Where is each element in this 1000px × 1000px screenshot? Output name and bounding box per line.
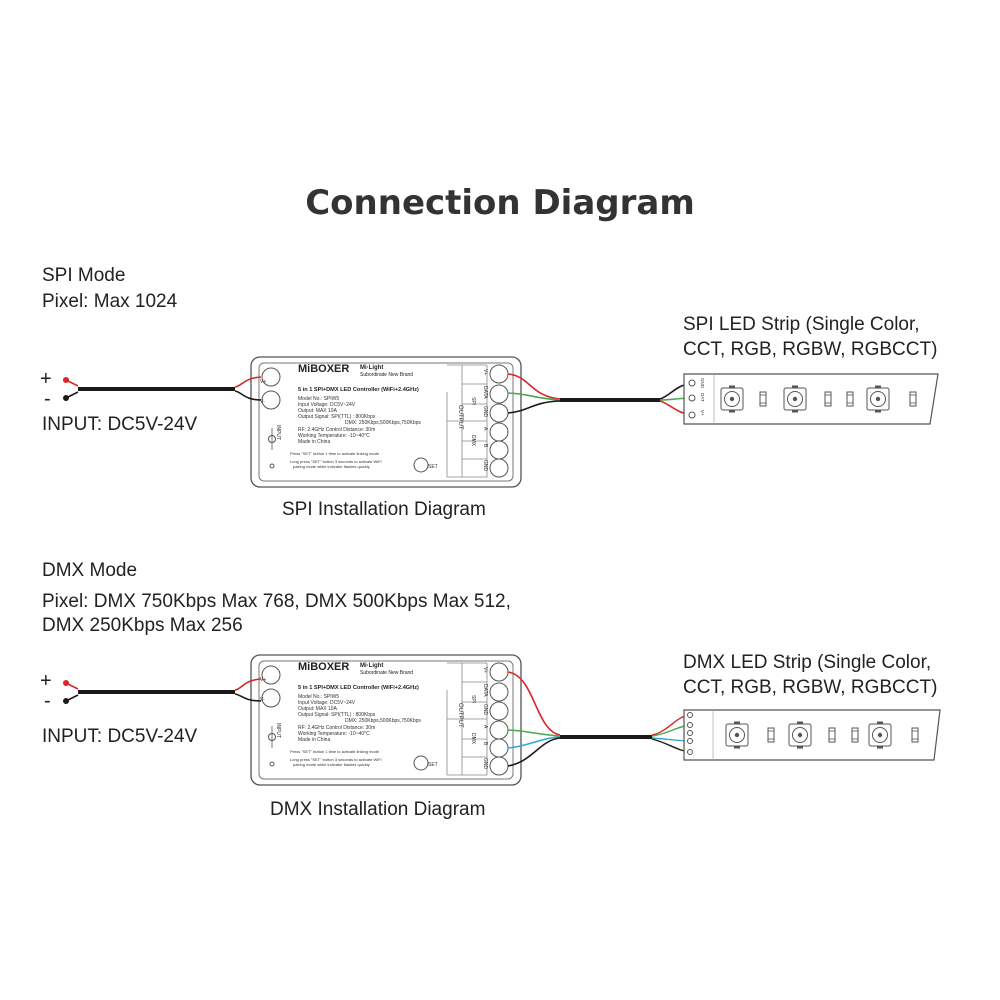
spi-ctrl-spi-label: SPI	[470, 397, 476, 405]
dmx-ctrl-in-pos: V+	[260, 677, 266, 683]
spi-ctrl-terminal-0: V+	[482, 369, 488, 375]
spi-ctrl-note-1: Long press "SET" button 3 seconds to act…	[290, 459, 382, 464]
spi-strip-pad-vplus: V+	[700, 410, 705, 416]
page-title: Connection Diagram	[305, 183, 695, 223]
dmx-plus-sign: +	[40, 670, 52, 692]
dmx-ctrl-output-label: OUTPUT	[457, 703, 463, 728]
spi-ctrl-terminal-5: GND	[482, 460, 488, 472]
dmx-pixel-label-line1: Pixel: DMX 750Kbps Max 768, DMX 500Kbps …	[42, 591, 511, 612]
spi-caption: SPI Installation Diagram	[282, 499, 486, 520]
spi-strip-pad-gnd: GND	[700, 378, 705, 389]
spi-ctrl-in-neg: V-	[260, 399, 265, 405]
spi-pixel-label: Pixel: Max 1024	[42, 291, 178, 312]
dmx-ctrl-spec-0: Model No.: SPIW5	[298, 694, 339, 700]
dmx-ctrl-spec-2: Output: MAX 10A	[298, 706, 338, 712]
dmx-ctrl-spec-1: Input Voltage: DC5V~24V	[298, 700, 356, 706]
dmx-ctrl-terminal-4: B	[482, 742, 488, 746]
spi-ctrl-spec-5: RF: 2.4GHz Control Distance: 30m	[298, 427, 375, 433]
dmx-ctrl-terminal-2: GND	[482, 704, 488, 716]
spi-ctrl-output-label: OUTPUT	[457, 405, 463, 430]
spi-ctrl-sub-brand-1: Mi·Light	[360, 365, 383, 371]
spi-controller	[250, 356, 522, 488]
dmx-ctrl-terminal-1: DATA	[482, 684, 488, 697]
spi-ctrl-in-pos: V+	[260, 379, 266, 385]
spi-ctrl-spec-3: Output Signal: SPI(TTL) : 800Kbps	[298, 414, 376, 420]
dmx-ctrl-input-label: INPUT	[275, 723, 281, 738]
dmx-ctrl-note-1: Long press "SET" button 3 seconds to act…	[290, 757, 382, 762]
dmx-controller	[250, 654, 522, 786]
spi-strip-label-line1: SPI LED Strip (Single Color,	[683, 314, 920, 335]
dmx-caption: DMX Installation Diagram	[270, 799, 486, 820]
dmx-ctrl-sub-brand-2: Subordinate New Brand	[360, 670, 413, 676]
spi-strip-label-line2: CCT, RGB, RGBW, RGBCCT)	[683, 339, 938, 360]
spi-ctrl-spec-0: Model No.: SPIW5	[298, 396, 339, 402]
dmx-minus-sign: -	[44, 690, 51, 712]
spi-ctrl-terminal-2: GND	[482, 406, 488, 418]
dmx-strip-label-line2: CCT, RGB, RGBW, RGBCCT)	[683, 677, 938, 698]
spi-ctrl-sub-brand-2: Subordinate New Brand	[360, 372, 413, 378]
dmx-ctrl-spec-4: DMX: 250Kbps,500Kbps,750Kbps	[345, 718, 421, 724]
dmx-ctrl-dmx-label: DMX	[470, 733, 476, 745]
dmx-ctrl-sub-brand-1: Mi·Light	[360, 663, 383, 669]
spi-ctrl-terminal-4: B	[482, 444, 488, 448]
spi-led-strip	[683, 373, 939, 425]
spi-ctrl-note-0: Press "SET" button 1 time to activate li…	[290, 451, 380, 456]
dmx-ctrl-spec-6: Working Temperature: -10~40°C	[298, 731, 370, 737]
spi-ctrl-spec-6: Working Temperature: -10~40°C	[298, 433, 370, 439]
spi-input-label: INPUT: DC5V-24V	[42, 414, 198, 435]
dmx-ctrl-terminal-5: GND	[482, 758, 488, 770]
spi-input-wires	[63, 376, 262, 401]
spi-plus-sign: +	[40, 368, 52, 390]
dmx-ctrl-spec-3: Output Signal: SPI(TTL) : 800Kbps	[298, 712, 376, 718]
dmx-strip-label-line1: DMX LED Strip (Single Color,	[683, 652, 932, 673]
spi-ctrl-dmx-label: DMX	[470, 435, 476, 447]
dmx-ctrl-product: 5 in 1 SPI+DMX LED Controller (WiFi+2.4G…	[298, 685, 419, 691]
dmx-ctrl-spi-label: SPI	[470, 695, 476, 703]
spi-ctrl-terminal-1: DATA	[482, 386, 488, 399]
dmx-ctrl-terminal-3: A	[482, 725, 488, 729]
spi-ctrl-set-label: SET	[428, 464, 438, 470]
dmx-led-strip	[683, 709, 941, 761]
spi-ctrl-spec-2: Output: MAX 10A	[298, 408, 338, 414]
dmx-ctrl-spec-5: RF: 2.4GHz Control Distance: 30m	[298, 725, 375, 731]
spi-ctrl-note-2: pairing mode while indicator flashes qui…	[293, 464, 370, 469]
dmx-ctrl-spec-7: Made in China	[298, 737, 330, 743]
spi-ctrl-product: 5 in 1 SPI+DMX LED Controller (WiFi+2.4G…	[298, 387, 419, 393]
dmx-ctrl-in-neg: V-	[260, 697, 265, 703]
dmx-output-wires	[507, 671, 691, 767]
spi-ctrl-spec-7: Made in China	[298, 439, 330, 445]
spi-mode-label: SPI Mode	[42, 265, 126, 286]
dmx-ctrl-note-2: pairing mode while indicator flashes qui…	[293, 762, 370, 767]
spi-output-wires	[507, 373, 693, 416]
spi-ctrl-spec-4: DMX: 250Kbps,500Kbps,750Kbps	[345, 420, 421, 426]
dmx-ctrl-set-label: SET	[428, 762, 438, 768]
spi-ctrl-brand: MiBOXER	[298, 363, 349, 375]
dmx-input-wires	[63, 678, 262, 704]
dmx-input-label: INPUT: DC5V-24V	[42, 726, 198, 747]
spi-ctrl-spec-1: Input Voltage: DC5V~24V	[298, 402, 356, 408]
spi-ctrl-terminal-3: A	[482, 427, 488, 431]
spi-minus-sign: -	[44, 388, 51, 410]
dmx-ctrl-terminal-0: V+	[482, 667, 488, 673]
dmx-ctrl-note-0: Press "SET" button 1 time to activate li…	[290, 749, 380, 754]
spi-ctrl-input-label: INPUT	[275, 425, 281, 440]
dmx-ctrl-brand: MiBOXER	[298, 661, 349, 673]
spi-strip-pad-dat: DAT	[700, 393, 705, 402]
dmx-mode-label: DMX Mode	[42, 560, 138, 581]
dmx-pixel-label-line2: DMX 250Kbps Max 256	[42, 615, 243, 636]
